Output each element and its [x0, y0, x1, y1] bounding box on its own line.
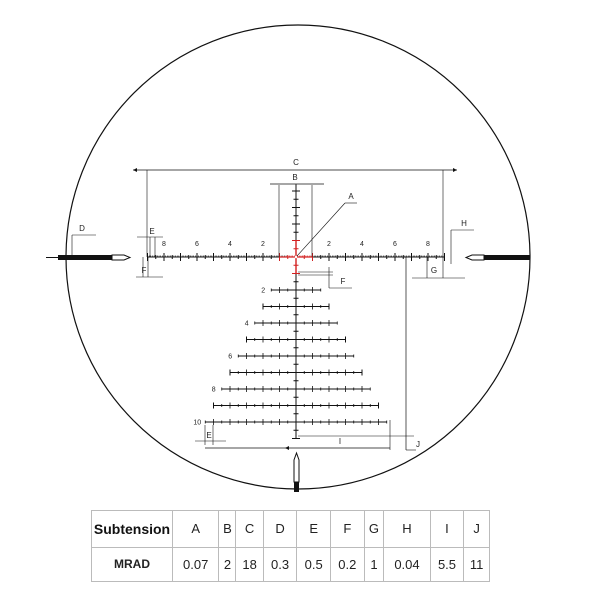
callout-C: C	[293, 158, 299, 167]
horizontal-mrad-label: 2	[261, 241, 265, 248]
callout-F-right: F	[341, 277, 346, 286]
col-I: I	[429, 510, 465, 548]
col-B: B	[218, 510, 237, 548]
callout-E-bottom: E	[206, 431, 211, 440]
value-F: 0.2	[330, 546, 365, 583]
value-E: 0.5	[296, 546, 332, 583]
horizontal-mrad-label: 8	[162, 241, 166, 248]
A-leader	[296, 202, 346, 257]
horizontal-mrad-label: 4	[228, 241, 232, 248]
col-A: A	[171, 510, 220, 548]
col-F: F	[330, 510, 365, 548]
holdover-mrad-label: 2	[261, 288, 265, 295]
callout-D: D	[79, 224, 85, 233]
horizontal-mrad-label: 8	[426, 241, 430, 248]
holdover-mrad-label: 4	[245, 321, 249, 328]
callout-B: B	[292, 173, 297, 182]
bottom-thick-post	[294, 482, 299, 492]
horizontal-mrad-label: 6	[195, 241, 199, 248]
value-D: 0.3	[262, 546, 298, 583]
I-arrow	[285, 446, 289, 450]
table-row: MRAD 0.07 2 18 0.3 0.5 0.2 1 0.04 5.5 11	[91, 546, 490, 583]
callout-J: J	[416, 440, 420, 449]
col-H: H	[383, 510, 431, 548]
col-J: J	[463, 510, 490, 548]
value-A: 0.07	[171, 546, 220, 583]
holdover-mrad-label: 10	[193, 420, 201, 427]
col-G: G	[363, 510, 385, 548]
horizontal-mrad-label: 4	[360, 241, 364, 248]
callout-A: A	[348, 192, 354, 201]
col-C: C	[235, 510, 264, 548]
left-thick-post	[58, 255, 112, 260]
holdover-mrad-label: 8	[212, 387, 216, 394]
value-B: 2	[218, 546, 237, 583]
value-G: 1	[363, 546, 385, 583]
center-dot	[294, 255, 298, 259]
horizontal-mrad-label: 2	[327, 241, 331, 248]
subtension-table: Subtension A B C D E F G H I J MRAD 0.07…	[91, 510, 490, 583]
horizontal-mrad-label: 6	[393, 241, 397, 248]
col-D: D	[262, 510, 298, 548]
value-J: 11	[463, 546, 490, 583]
callout-G: G	[431, 266, 437, 275]
bottom-post-tip	[293, 451, 300, 483]
callout-F: F	[142, 266, 147, 275]
value-H: 0.04	[383, 546, 431, 583]
left-post-tip	[111, 254, 132, 261]
right-post-tip	[464, 254, 485, 261]
unit-label: MRAD	[91, 546, 173, 583]
C-arrow	[453, 168, 457, 172]
C-arrow	[133, 168, 137, 172]
callout-I: I	[339, 437, 341, 446]
holdover-mrad-label: 6	[228, 354, 232, 361]
table-header-row: Subtension A B C D E F G H I J	[91, 510, 490, 548]
right-thick-post	[484, 255, 530, 260]
callout-H: H	[461, 219, 467, 228]
header-label: Subtension	[91, 510, 173, 548]
col-E: E	[296, 510, 332, 548]
value-C: 18	[235, 546, 264, 583]
callout-E: E	[149, 227, 154, 236]
value-I: 5.5	[429, 546, 465, 583]
